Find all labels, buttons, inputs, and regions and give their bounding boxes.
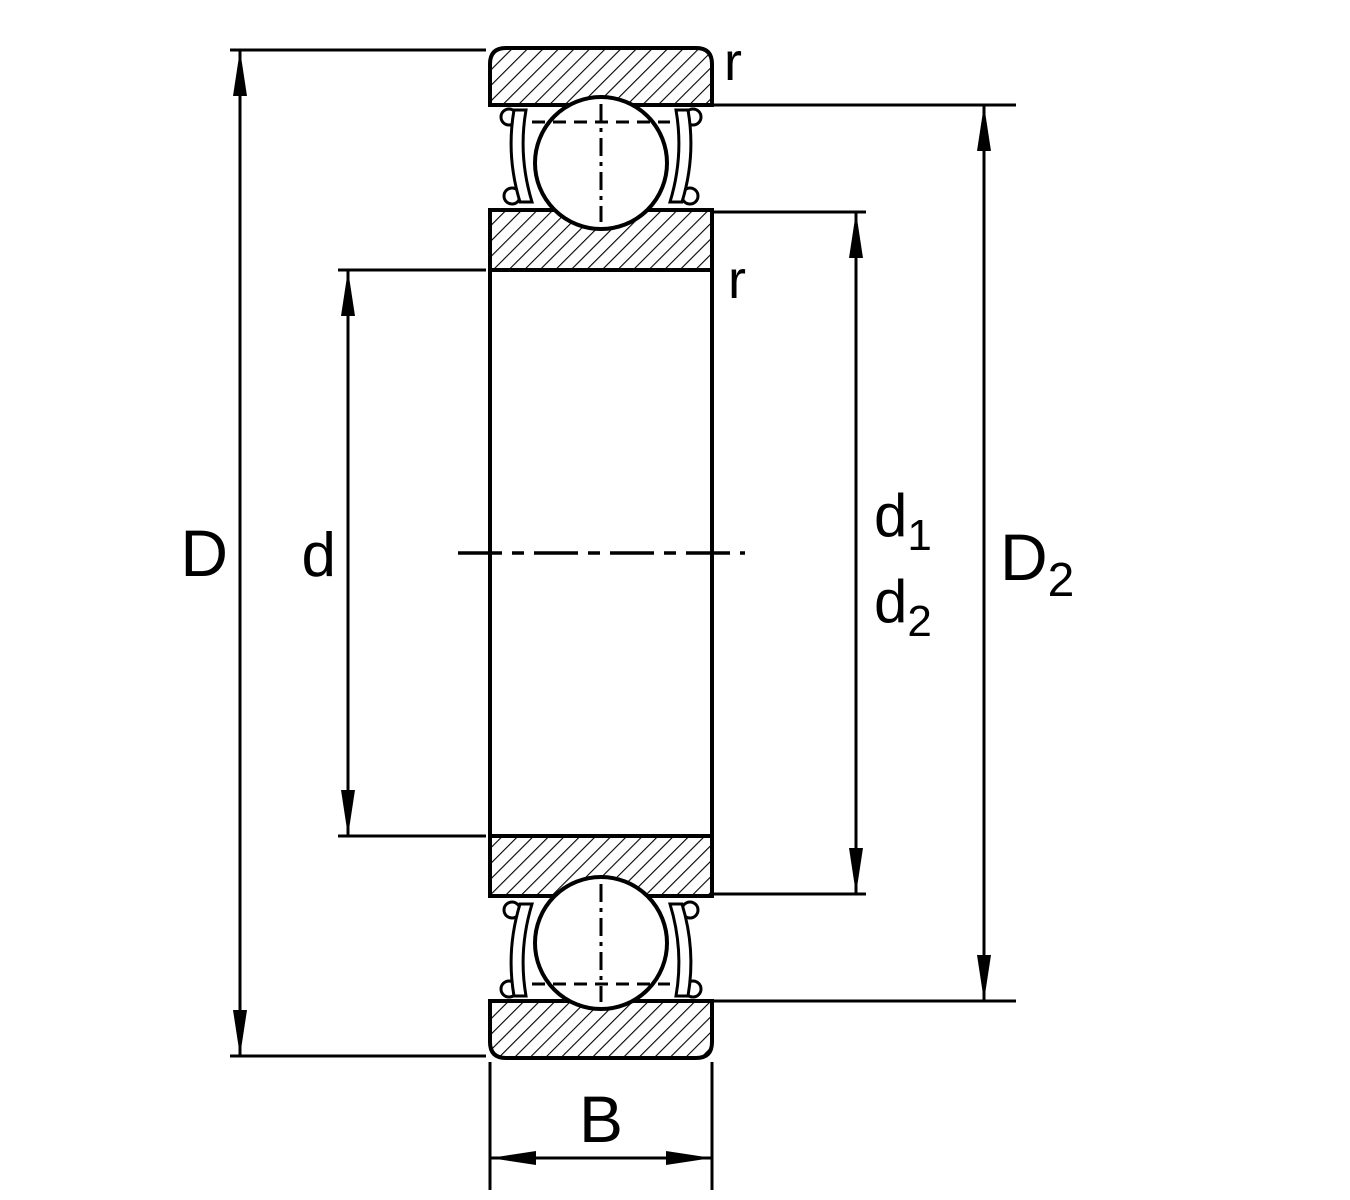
dimension-D2: D2 <box>714 103 1074 1003</box>
shield-bottom-left <box>509 902 535 998</box>
dim-label-fillet-inner: r <box>728 250 746 310</box>
dim-label-D2-base: D <box>1000 520 1048 594</box>
dim-label-D2-sub: 2 <box>1048 554 1075 607</box>
dimension-outer-diameter: D <box>180 48 486 1058</box>
dim-label-width: B <box>579 1082 623 1156</box>
dimensions: D d d1 d2 D2 B <box>180 32 1074 1190</box>
dim-label-d2-base: d <box>874 568 907 635</box>
dimension-d1-d2: d1 d2 <box>714 210 932 896</box>
dim-label-d1-sub: 1 <box>907 511 931 560</box>
dim-label-fillet-top: r <box>724 32 742 92</box>
bearing-cross-section <box>458 46 745 1060</box>
dim-label-outer-diameter: D <box>180 516 228 590</box>
dim-label-D2: D2 <box>1000 520 1074 607</box>
dim-label-d2-sub: 2 <box>907 597 931 646</box>
dim-label-d1: d1 <box>874 482 932 560</box>
dim-label-d1-base: d <box>874 482 907 549</box>
dim-label-bore-diameter: d <box>302 521 336 590</box>
dimension-width: B <box>488 1062 714 1190</box>
shield-top-right <box>667 108 693 204</box>
shield-top-left <box>509 108 535 204</box>
dimension-bore-diameter: d <box>302 268 486 838</box>
outer-ring-bottom-section <box>488 999 714 1060</box>
outer-ring-top-section <box>488 46 714 107</box>
dim-label-d2: d2 <box>874 568 932 646</box>
shield-bottom-right <box>667 902 693 998</box>
